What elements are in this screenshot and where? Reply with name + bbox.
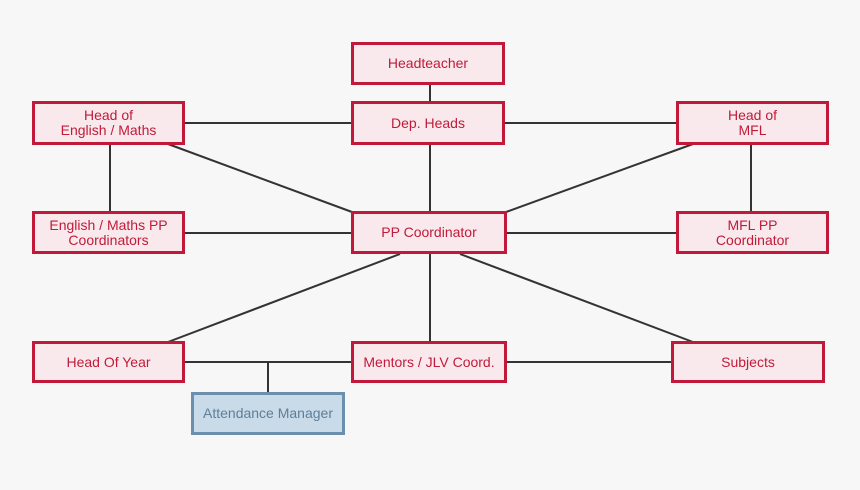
mentors-node: Mentors / JLV Coord. <box>351 341 507 383</box>
attendance-manager-node: Attendance Manager <box>191 392 345 435</box>
headteacher-node: Headteacher <box>351 42 505 85</box>
line-pp-subjects <box>459 253 694 343</box>
line-headmfl-pp <box>505 143 694 213</box>
subjects-node: Subjects <box>671 341 825 383</box>
head-english-maths-node: Head of English / Maths <box>32 101 185 145</box>
pp-coordinator-node: PP Coordinator <box>351 211 507 254</box>
line-pp-headofyear <box>167 253 401 343</box>
dep-heads-node: Dep. Heads <box>351 101 505 145</box>
head-mfl-node: Head of MFL <box>676 101 829 145</box>
mfl-pp-node: MFL PP Coordinator <box>676 211 829 254</box>
head-of-year-node: Head Of Year <box>32 341 185 383</box>
line-headeng-pp <box>167 143 353 213</box>
english-maths-pp-node: English / Maths PP Coordinators <box>32 211 185 254</box>
